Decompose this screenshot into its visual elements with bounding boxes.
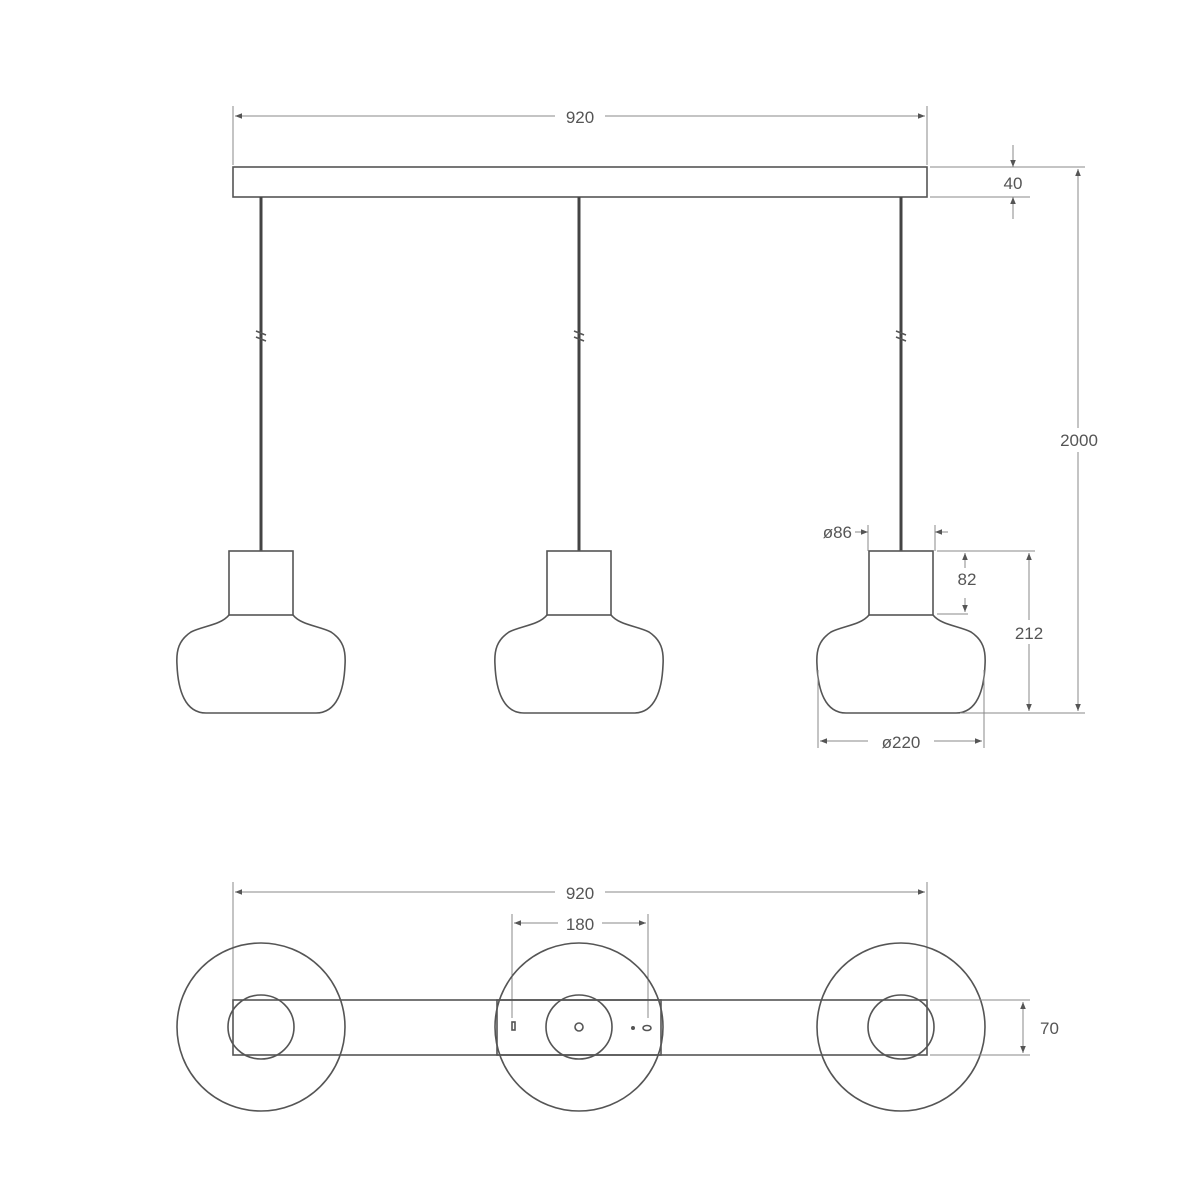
shade-neck [868,550,934,616]
neck-outline [867,994,935,1060]
cable-hole [574,1022,584,1032]
pendant-lamp [176,197,346,714]
cable-adjuster [895,330,907,342]
shade-outline-circle [494,942,664,1112]
glass-shade [176,614,346,714]
canopy-bar-top [232,999,928,1056]
neck-height-label: 82 [958,570,977,589]
front-view: 920 40 2000 ø86 82 212 ø220 [176,104,1103,754]
shade-outline-circle [816,942,986,1112]
bar-depth-label: 70 [1040,1019,1059,1038]
pendant-lamp [816,197,986,714]
pendant-lamp [494,197,664,714]
total-height-label: 2000 [1060,431,1098,450]
cable-adjuster [573,330,585,342]
canopy [232,166,928,198]
shade-outline-circle [176,942,346,1112]
glass-shade [494,614,664,714]
mounting-plate [496,999,662,1056]
canopy-height-label: 40 [1004,174,1023,193]
mounting-slot [642,1024,652,1032]
cable-adjuster [255,330,267,342]
neck-outline [227,994,295,1060]
shade-height-label: 212 [1015,624,1043,643]
shade-top-outline [494,942,664,1112]
shade-top-outline [816,942,986,1112]
glass-shade [816,614,986,714]
top-view: 920 180 70 [176,880,1059,1112]
shade-neck [228,550,294,616]
top-width-label: 920 [566,884,594,903]
shade-neck [546,550,612,616]
mounting-slot [511,1021,516,1031]
neck-diameter-label: ø86 [823,523,852,542]
mount-spacing-label: 180 [566,915,594,934]
neck-outline [545,994,613,1060]
shade-top-outline [176,942,346,1112]
width-label: 920 [566,108,594,127]
screw-hole [631,1026,635,1030]
shade-diameter-label: ø220 [882,733,921,752]
